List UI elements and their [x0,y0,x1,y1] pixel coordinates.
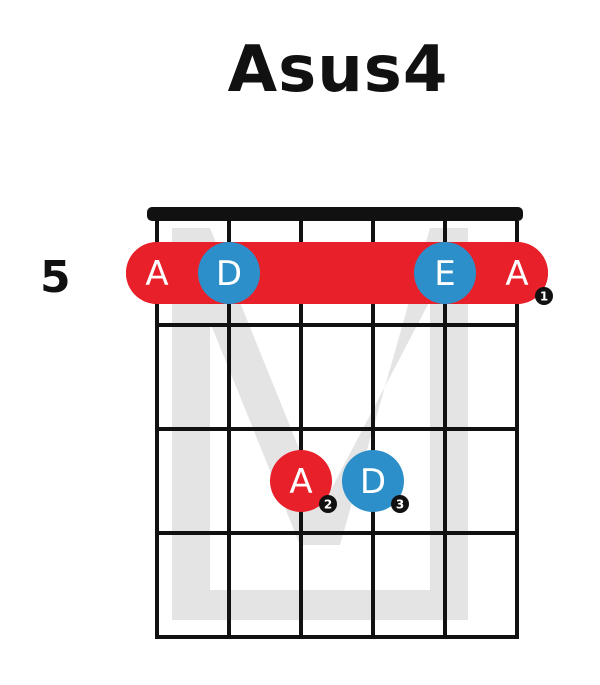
note-dot [198,242,260,304]
note-label: D [216,254,242,294]
note-label: E [434,254,455,294]
finger-badge [319,495,337,513]
note-a-string3: A2 [270,450,337,513]
note-d-string4: D3 [342,450,409,513]
starting-fret-number: 5 [40,252,71,303]
watermark-diagonal-right [302,228,468,545]
note-label: A [145,254,168,294]
note-dot [126,242,188,304]
note-d-string2: D [198,242,260,304]
note-dot [342,450,404,512]
barre-bar [126,242,548,304]
note-label: D [360,462,386,502]
note-label: A [289,462,312,502]
finger-badge [391,495,409,513]
finger-number: 2 [324,498,332,512]
note-e-string5: E [414,242,476,304]
barre-layer [126,242,548,304]
note-a-string1: A [126,242,188,304]
chord-title: Asus4 [227,33,449,107]
note-label: A [505,254,528,294]
note-a-string6: A1 [486,242,553,305]
nut [147,207,523,221]
watermark-bottom-bar [172,590,468,620]
finger-badge [535,287,553,305]
note-dot [414,242,476,304]
finger-number: 3 [396,498,404,512]
note-dot [486,242,548,304]
finger-number: 1 [540,290,548,304]
note-dot [270,450,332,512]
